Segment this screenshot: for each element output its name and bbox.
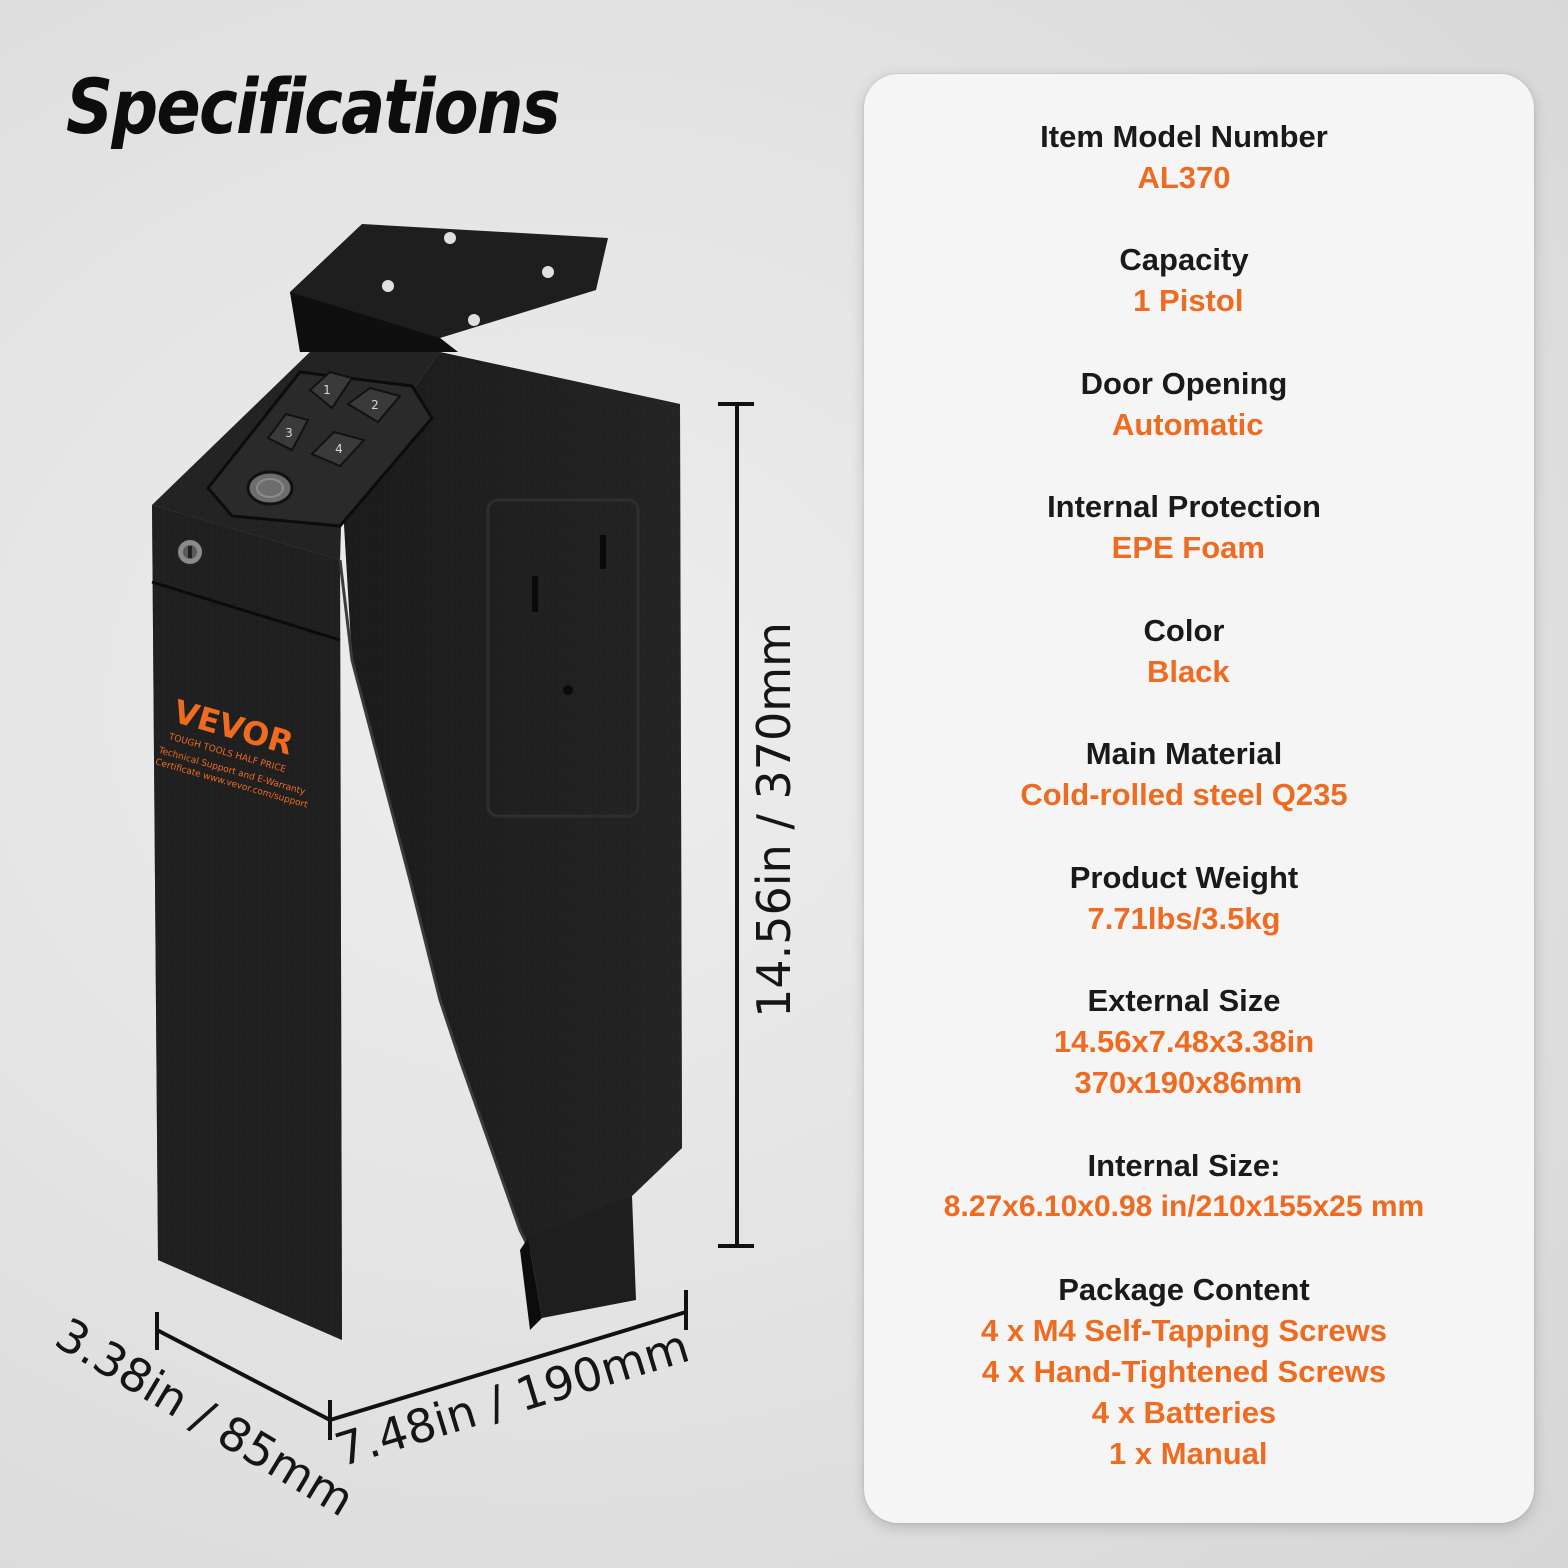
spec-label: Package Content [1058,1272,1310,1307]
spec-label: Door Opening [1080,366,1288,401]
spec-product-weight: Product Weight 7.71lbs/3.5kg [864,857,1504,939]
spec-value: Cold-rolled steel Q235 [1020,777,1348,812]
spec-value: 8.27x6.10x0.98 in/210x155x25 mm [943,1190,1425,1223]
mounting-bracket [290,224,608,352]
page-title: Specifications [66,62,561,151]
bracket-hole [444,232,456,244]
bracket-hole [468,314,480,326]
spec-door-opening: Door Opening Automatic [864,363,1504,445]
keypad-key-3[interactable]: 3 [266,412,310,452]
spec-value: 1 Pistol [1124,283,1244,318]
spec-label: Main Material [1085,736,1283,771]
gun-safe-illustration: 1 2 3 4 VEVOR TOUGH TOOLS HALF PRICE Tec… [151,224,754,1440]
brand-label: VEVOR TOUGH TOOLS HALF PRICE Technical S… [154,692,309,811]
keyhole-icon[interactable] [176,538,204,566]
svg-text:1: 1 [323,383,331,397]
svg-text:3: 3 [285,426,293,440]
spec-value: 14.56x7.48x3.38in 370x190x86mm [1053,1024,1315,1100]
keypad-key-1[interactable]: 1 [308,370,354,410]
height-dimension-label: 14.56in / 370mm [747,622,801,1018]
spec-label: Product Weight [1069,860,1299,895]
fingerprint-icon[interactable] [246,470,294,506]
spec-value: AL370 [1137,160,1231,195]
spec-label: Item Model Number [1040,119,1328,154]
spec-internal-size: Internal Size: 8.27x6.10x0.98 in/210x155… [864,1145,1504,1227]
spec-value: EPE Foam [1103,530,1265,565]
spec-value: Automatic [1104,407,1264,442]
spec-label: Internal Protection [1047,489,1321,524]
specifications-card: Item Model Number AL370 Capacity 1 Pisto… [864,74,1534,1523]
spec-value: Black [1138,654,1230,689]
spec-capacity: Capacity 1 Pistol [864,239,1504,321]
height-dimension-line [718,402,754,1248]
spec-external-size: External Size 14.56x7.48x3.38in 370x190x… [864,980,1504,1103]
spec-main-material: Main Material Cold-rolled steel Q235 [864,733,1504,815]
bracket-hole [382,280,394,292]
keypad-key-2[interactable]: 2 [346,386,402,424]
depth-dimension-line [155,1312,331,1422]
spec-internal-protection: Internal Protection EPE Foam [864,486,1504,568]
spec-label: Capacity [1119,242,1249,277]
bracket-hole [542,266,554,278]
spec-value: 4 x M4 Self-Tapping Screws 4 x Hand-Tigh… [981,1313,1387,1471]
spec-package-content: Package Content 4 x M4 Self-Tapping Scre… [864,1269,1504,1474]
spec-color: Color Black [864,610,1504,692]
spec-label: External Size [1087,983,1281,1018]
svg-text:4: 4 [335,442,343,456]
svg-text:2: 2 [371,398,379,412]
spec-label: Internal Size: [1087,1148,1281,1183]
side-recess [486,498,640,818]
spec-value: 7.71lbs/3.5kg [1087,901,1281,936]
keypad-key-4[interactable]: 4 [310,430,366,468]
spec-item-model-number: Item Model Number AL370 [864,116,1504,198]
spec-label: Color [1143,613,1225,648]
bottom-bracket [520,1196,636,1330]
keypad[interactable]: 1 2 3 4 [206,370,434,528]
